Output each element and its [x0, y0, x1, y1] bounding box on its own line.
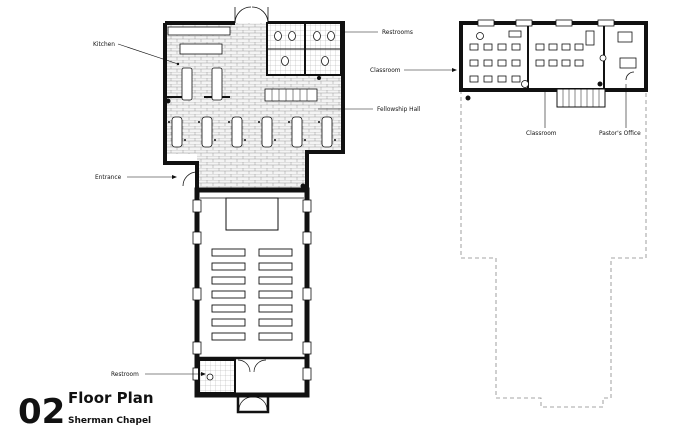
kitchen-counters: [167, 26, 231, 55]
top-door: [234, 6, 269, 24]
office-furniture: [617, 31, 637, 81]
pews: [211, 248, 293, 341]
label-restrooms: Restrooms: [382, 28, 413, 36]
label-classroom-left: Classroom: [370, 66, 401, 74]
dashed-footprint: [460, 90, 647, 408]
entrance-door: [182, 171, 198, 187]
left-classroom-desks: [469, 30, 522, 83]
wing-walls: [459, 21, 648, 92]
label-kitchen: Kitchen: [93, 40, 115, 48]
label-fellowship-hall: Fellowship Hall: [377, 105, 421, 113]
title-block: 02 Floor Plan Sherman Chapel: [18, 389, 154, 432]
hall-stair: [264, 88, 318, 102]
bottom-doors: [236, 395, 270, 414]
round-tables: [476, 32, 607, 88]
altar-platform: [225, 197, 279, 231]
chair-marks: [168, 121, 336, 141]
label-classroom-center: Classroom: [526, 129, 557, 137]
kitchen-tables: [181, 67, 223, 101]
plant-icons: [165, 76, 321, 189]
label-pastors-office: Pastor's Office: [599, 129, 641, 137]
classroom-labels: Classroom Classroom Pastor's Office: [370, 66, 641, 137]
small-restroom: [198, 359, 236, 394]
fellowship-tables: [171, 116, 333, 148]
wing-windows: [477, 19, 615, 27]
classroom-plan: [459, 19, 648, 408]
center-classroom-desks: [535, 30, 595, 67]
drawing-number: 02: [18, 392, 65, 432]
label-restroom: Restroom: [111, 370, 139, 378]
toilet-fixtures: [274, 31, 335, 66]
drawing-subtitle: Sherman Chapel: [68, 416, 151, 426]
entrance-floor: [197, 152, 307, 190]
drawing-title: Floor Plan: [68, 389, 154, 407]
wing-plants: [465, 81, 603, 101]
chapel-plan: [163, 6, 345, 414]
label-entrance: Entrance: [95, 173, 122, 181]
chapel-labels: Kitchen Restrooms Fellowship Hall Entran…: [93, 28, 421, 378]
